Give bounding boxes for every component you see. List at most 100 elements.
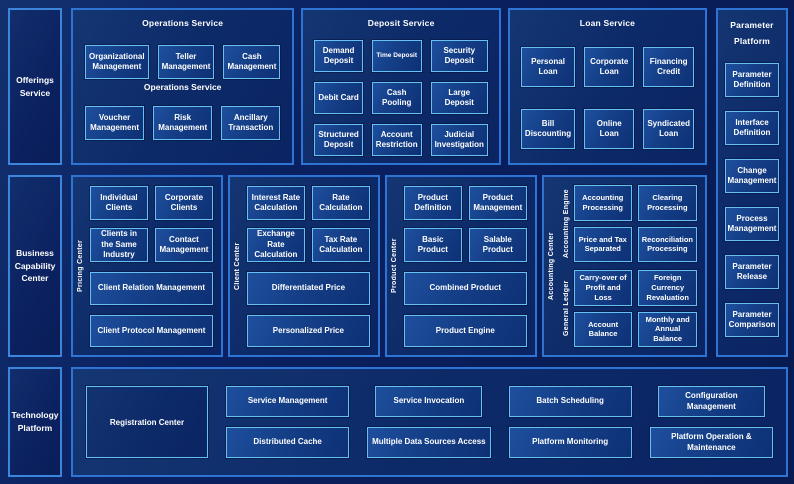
product-center-label: Product Center (390, 238, 398, 294)
box-carry-over-profit-loss: Carry-over of Profit and Loss (573, 270, 633, 306)
box-platform-monitoring: Platform Monitoring (508, 427, 632, 458)
panel-loan-service: Loan Service Personal Loan Corporate Loa… (507, 8, 707, 165)
box-client-relation-management: Client Relation Management (90, 272, 213, 305)
general-ledger-label: General Ledger (562, 280, 570, 337)
box-service-invocation: Service Invocation (375, 386, 483, 417)
general-ledger-group: General Ledger Carry-over of Profit and … (559, 270, 697, 347)
box-change-management: Change Management (725, 159, 779, 194)
accounting-center-label: Accounting Center (547, 232, 555, 300)
product-center-content: Product Definition Product Management Ba… (402, 177, 535, 355)
box-basic-product: Basic Product (403, 228, 462, 262)
box-risk-management: Risk Management (153, 106, 213, 140)
box-contact-management: Contact Management (154, 228, 213, 262)
box-tax-rate-calculation: Tax Rate Calculation (311, 228, 370, 262)
box-product-engine: Product Engine (403, 314, 527, 347)
parameter-platform-title: Parameter Platform (730, 20, 774, 47)
pricing-center-label: Pricing Center (77, 239, 84, 293)
box-financing-credit: Financing Credit (643, 47, 694, 87)
accounting-center-content: Accounting Engine Accounting Processing … (559, 177, 705, 355)
box-demand-deposit: Demand Deposit (314, 40, 363, 72)
box-client-protocol-management: Client Protocol Management (90, 314, 213, 347)
operations-service-mid-label: Operations Service (143, 82, 222, 92)
general-ledger-grid: Carry-over of Profit and Loss Foreign Cu… (573, 270, 697, 347)
box-distributed-cache: Distributed Cache (226, 427, 350, 458)
bottom-column-service-management: Service Management Distributed Cache (226, 369, 350, 475)
box-organizational-management: Organizational Management (85, 45, 149, 79)
box-foreign-currency-revaluation: Foreign Currency Revaluation (638, 270, 697, 306)
box-corporate-clients: Corporate Clients (154, 186, 213, 220)
box-accounting-processing: Accounting Processing (573, 185, 632, 221)
bottom-column-batch-scheduling: Batch Scheduling Platform Monitoring (508, 369, 632, 475)
box-reconciliation-processing: Reconciliation Processing (637, 226, 697, 262)
box-cash-management: Cash Management (223, 45, 281, 79)
panel-technology-platform: Registration Center Service Management D… (71, 367, 788, 477)
box-teller-management: Teller Management (157, 45, 215, 79)
box-configuration-management: Configuration Management (657, 386, 765, 417)
box-price-and-tax-separated: Price and Tax Separated (573, 226, 632, 262)
rail-business-capability-label: Business Capability Center (14, 247, 56, 284)
pricing-pair-grid: Individual Clients Corporate Clients Cli… (90, 186, 213, 262)
box-ancillary-transaction: Ancillary Transaction (221, 106, 281, 140)
box-parameter-comparison: Parameter Comparison (725, 303, 779, 338)
rail-technology-platform-label: Technology Platform (11, 410, 59, 433)
accounting-engine-grid: Accounting Processing Clearing Processin… (573, 185, 697, 262)
box-account-restriction: Account Restriction (371, 124, 422, 156)
box-platform-operation-maintenance: Platform Operation & Maintenance (649, 427, 773, 458)
box-security-deposit: Security Deposit (430, 40, 488, 72)
box-combined-product: Combined Product (403, 272, 527, 305)
accounting-engine-group: Accounting Engine Accounting Processing … (559, 185, 697, 262)
box-interface-definition: Interface Definition (725, 111, 779, 146)
rail-offerings-service: Offerings Service (8, 8, 62, 165)
box-product-definition: Product Definition (403, 186, 462, 220)
box-time-deposit: Time Deposit (371, 40, 422, 72)
deposit-service-title: Deposit Service (367, 18, 435, 28)
box-batch-scheduling: Batch Scheduling (508, 386, 632, 417)
box-structured-deposit: Structured Deposit (314, 124, 363, 156)
box-large-deposit: Large Deposit (430, 82, 488, 114)
box-online-loan: Online Loan (584, 109, 635, 149)
box-voucher-management: Voucher Management (85, 106, 145, 140)
pricing-center-content: Individual Clients Corporate Clients Cli… (88, 177, 221, 355)
box-clearing-processing: Clearing Processing (637, 185, 697, 221)
box-personal-loan: Personal Loan (520, 47, 576, 87)
box-salable-product: Salable Product (468, 228, 527, 262)
box-clients-same-industry: Clients in the Same Industry (90, 228, 148, 262)
box-cash-pooling: Cash Pooling (371, 82, 422, 114)
client-center-content: Interest Rate Calculation Rate Calculati… (245, 177, 378, 355)
box-parameter-definition: Parameter Definition (725, 63, 779, 98)
box-differentiated-price: Differentiated Price (246, 272, 370, 305)
client-pair-grid: Interest Rate Calculation Rate Calculati… (246, 186, 370, 262)
box-exchange-rate-calculation: Exchange Rate Calculation (246, 228, 305, 262)
box-product-management: Product Management (468, 186, 527, 220)
box-rate-calculation: Rate Calculation (311, 186, 370, 220)
box-syndicated-loan: Syndicated Loan (643, 109, 694, 149)
operations-row1: Organizational Management Teller Managem… (73, 45, 292, 79)
bottom-column-service-invocation: Service Invocation Multiple Data Sources… (367, 369, 491, 475)
rail-offerings-service-label: Offerings Service (16, 74, 54, 98)
loan-service-title: Loan Service (579, 18, 636, 28)
panel-accounting-center: Accounting Center Accounting Engine Acco… (541, 175, 707, 357)
rail-business-capability-center: Business Capability Center (8, 175, 62, 357)
box-personalized-price: Personalized Price (246, 314, 370, 347)
panel-parameter-platform: Parameter Platform Parameter Definition … (716, 8, 788, 357)
operations-service-title: Operations Service (142, 18, 224, 28)
bottom-column-configuration-management: Configuration Management Platform Operat… (649, 369, 773, 475)
panel-client-center: Client Center Interest Rate Calculation … (227, 175, 380, 357)
box-individual-clients: Individual Clients (90, 186, 148, 220)
box-corporate-loan: Corporate Loan (584, 47, 635, 87)
box-bill-discounting: Bill Discounting (520, 109, 576, 149)
client-center-label: Client Center (233, 242, 241, 290)
panel-product-center: Product Center Product Definition Produc… (384, 175, 537, 357)
box-monthly-annual-balance: Monthly and Annual Balance (638, 311, 697, 347)
middle-row: Pricing Center Individual Clients Corpor… (71, 175, 707, 357)
operations-row2: Voucher Management Risk Management Ancil… (73, 106, 292, 140)
panel-deposit-service: Deposit Service Demand Deposit Time Depo… (301, 8, 501, 165)
box-process-management: Process Management (725, 207, 779, 242)
accounting-engine-label: Accounting Engine (562, 189, 570, 258)
deposit-grid: Demand Deposit Time Deposit Security Dep… (303, 40, 499, 156)
box-judicial-investigation: Judicial Investigation (430, 124, 488, 156)
box-service-management: Service Management (226, 386, 350, 417)
box-debit-card: Debit Card (314, 82, 363, 114)
box-multiple-data-sources-access: Multiple Data Sources Access (367, 427, 491, 458)
